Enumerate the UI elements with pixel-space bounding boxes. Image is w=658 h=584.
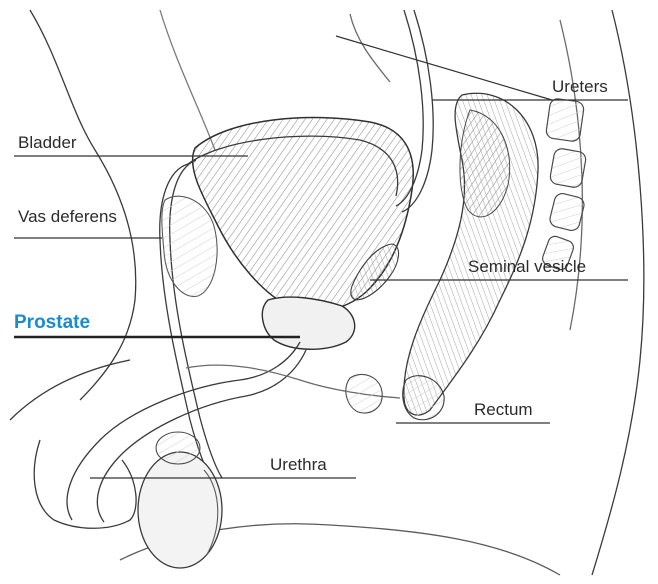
rectum-label: Rectum <box>474 401 533 418</box>
vas-deferens-label: Vas deferens <box>18 208 117 225</box>
sacrum <box>541 98 587 272</box>
urethra-label: Urethra <box>270 456 327 473</box>
bladder-label: Bladder <box>18 134 77 151</box>
seminal-vesicle-label: Seminal vesicle <box>468 258 586 275</box>
ureters-label: Ureters <box>552 78 608 95</box>
prostate-shape <box>262 297 354 349</box>
ureters-leader <box>336 36 552 100</box>
prostate-label: Prostate <box>14 313 90 332</box>
testis-shape <box>138 432 222 568</box>
perineum-structures <box>346 374 382 413</box>
